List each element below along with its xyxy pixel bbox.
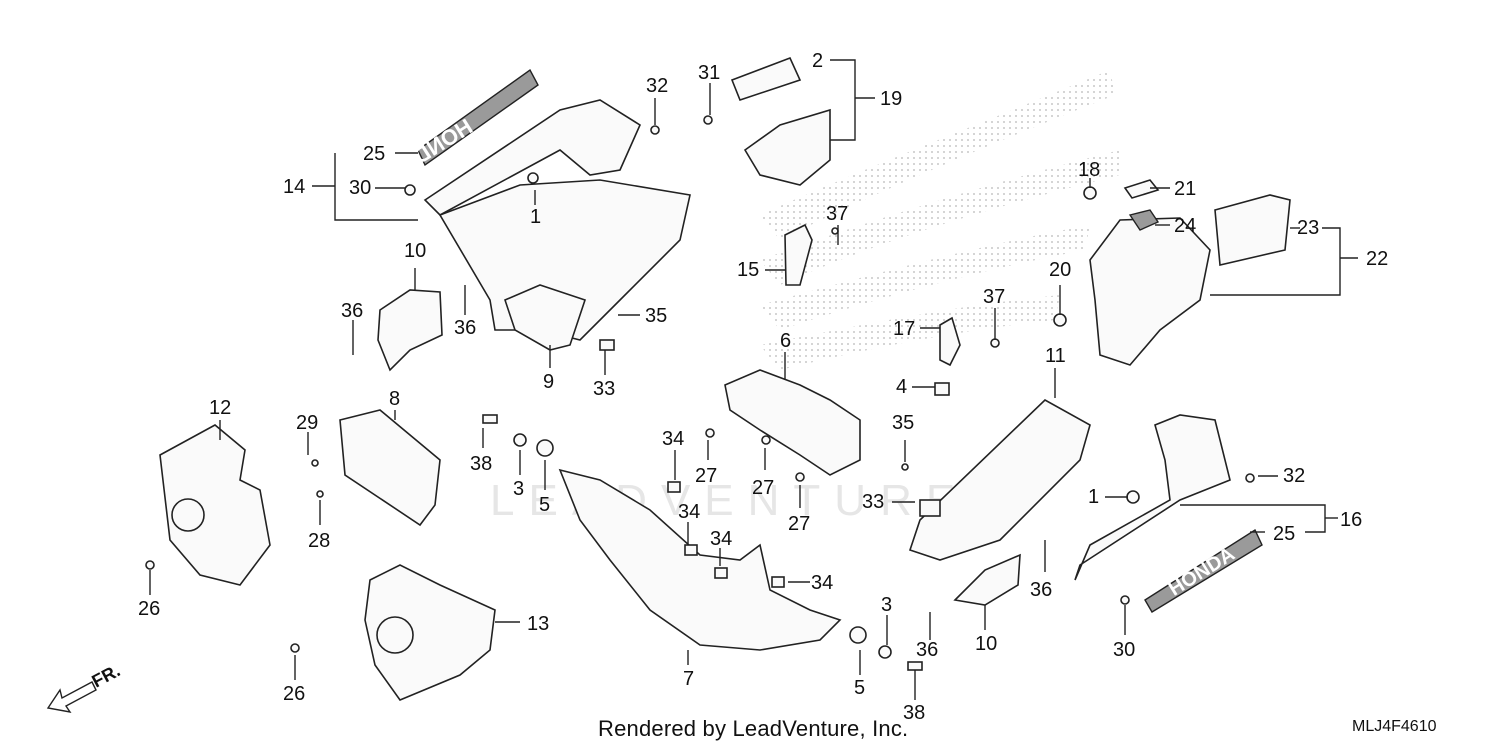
right-upper-cover-assembly — [1089, 179, 1291, 366]
callout-14: 14 — [283, 176, 305, 198]
callout-2: 2 — [812, 50, 823, 72]
callout-19: 19 — [880, 88, 902, 110]
center-stay-6 — [724, 369, 861, 476]
bracket-15 — [784, 223, 813, 286]
callout-32: 32 — [646, 75, 668, 97]
leader-lines — [149, 59, 1358, 700]
callout-17: 17 — [893, 318, 915, 340]
wing-logo-background — [760, 70, 1120, 370]
callout-34: 34 — [662, 428, 684, 450]
callout-37: 37 — [983, 286, 1005, 308]
callout-27: 27 — [752, 477, 774, 499]
callout-38: 38 — [903, 702, 925, 724]
honda-decal-left-text: HONDA — [395, 114, 477, 178]
callout-7: 7 — [683, 668, 694, 690]
callout-35: 35 — [892, 412, 914, 434]
callout-11: 11 — [1045, 345, 1066, 367]
callout-3: 3 — [881, 594, 892, 616]
callout-5: 5 — [539, 494, 550, 516]
honda-decal-right-text: HONDA — [1165, 543, 1239, 601]
callout-36: 36 — [341, 300, 363, 322]
callout-8: 8 — [389, 388, 400, 410]
callout-29: 29 — [296, 412, 318, 434]
callout-26: 26 — [138, 598, 160, 620]
honda-decal-right — [1144, 528, 1263, 613]
callout-26: 26 — [283, 683, 305, 705]
callout-30: 30 — [349, 177, 371, 199]
callout-10: 10 — [975, 633, 997, 655]
pad-24 — [1128, 209, 1160, 231]
stay-17 — [939, 316, 961, 367]
clip-4 — [934, 382, 950, 396]
callout-24: 24 — [1174, 215, 1196, 237]
callout-36: 36 — [1030, 579, 1052, 601]
callout-6: 6 — [780, 330, 791, 352]
callout-3: 3 — [513, 478, 524, 500]
front-cover-12-opening — [171, 498, 205, 532]
front-direction-indicator: FR. — [46, 660, 123, 713]
callout-1: 1 — [1088, 486, 1099, 508]
callout-10: 10 — [404, 240, 426, 262]
callout-23: 23 — [1297, 217, 1319, 239]
front-cover-13 — [364, 564, 496, 701]
callout-35: 35 — [645, 305, 667, 327]
callout-15: 15 — [737, 259, 759, 281]
honda-decal-left — [417, 68, 539, 167]
callout-12: 12 — [209, 397, 231, 419]
callout-1: 1 — [530, 206, 541, 228]
right-lower-cover-assembly: HONDA — [1074, 414, 1263, 613]
callout-27: 27 — [695, 465, 717, 487]
left-side-cover-assembly: HONDA — [395, 68, 691, 351]
dct-decal — [730, 56, 802, 101]
callout-32: 32 — [1283, 465, 1305, 487]
front-cover-13-opening — [376, 616, 414, 654]
callout-9: 9 — [543, 371, 554, 393]
callout-36: 36 — [454, 317, 476, 339]
callout-33: 33 — [593, 378, 615, 400]
callout-36: 36 — [916, 639, 938, 661]
callouts: 25 14 30 1 32 31 2 19 37 15 18 21 24 23 … — [138, 50, 1388, 724]
callout-21: 21 — [1174, 178, 1196, 200]
grommet-21 — [1123, 179, 1160, 199]
inner-panel-8 — [339, 409, 441, 527]
callout-34: 34 — [811, 572, 833, 594]
render-credit: Rendered by LeadVenture, Inc. — [598, 716, 909, 741]
callout-16: 16 — [1340, 509, 1362, 531]
panel-23 — [1214, 194, 1291, 266]
small-cover-left — [377, 289, 443, 372]
callout-18: 18 — [1078, 159, 1100, 181]
callout-25: 25 — [1273, 523, 1295, 545]
callout-22: 22 — [1366, 248, 1388, 270]
front-cover-12 — [159, 424, 271, 586]
small-cover-right — [953, 553, 1021, 606]
watermark-text: LEADVENTURE — [490, 476, 969, 525]
callout-34: 34 — [710, 528, 732, 550]
callout-27: 27 — [788, 513, 810, 535]
center-bracket-assembly — [730, 56, 831, 186]
callout-30: 30 — [1113, 639, 1135, 661]
callout-37: 37 — [826, 203, 848, 225]
drawing-code: MLJ4F4610 — [1352, 718, 1437, 735]
fasteners — [145, 115, 1255, 671]
callout-13: 13 — [527, 613, 549, 635]
callout-34: 34 — [678, 501, 700, 523]
callout-31: 31 — [698, 62, 720, 84]
callout-28: 28 — [308, 530, 330, 552]
callout-4: 4 — [896, 376, 907, 398]
callout-5: 5 — [854, 677, 865, 699]
callout-25: 25 — [363, 143, 385, 165]
callout-33: 33 — [862, 491, 884, 513]
callout-38: 38 — [470, 453, 492, 475]
callout-20: 20 — [1049, 259, 1071, 281]
lower-cover-7 — [558, 468, 842, 651]
lower-inner-11 — [908, 399, 1091, 561]
